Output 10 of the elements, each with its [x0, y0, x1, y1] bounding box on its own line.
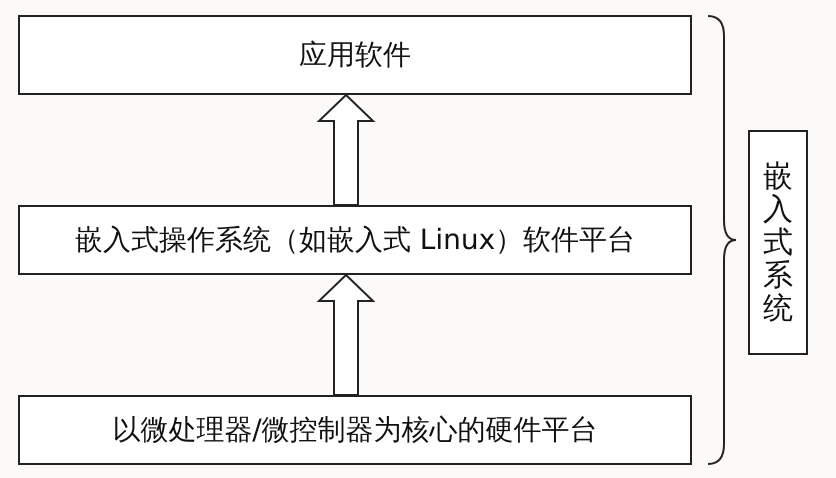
- box-text: 嵌入式系统: [763, 160, 793, 325]
- layer-box: [18, 205, 692, 275]
- hollow-arrow: [316, 274, 376, 396]
- side-label-box: [748, 130, 808, 355]
- box-text: 嵌入式操作系统（如嵌入式 Linux）软件平台: [74, 222, 636, 258]
- box-text: 应用软件: [299, 37, 411, 73]
- layer-box: [18, 15, 692, 95]
- box-text: 以微处理器/微控制器为核心的硬件平台: [112, 412, 598, 448]
- layer-box: [18, 395, 692, 465]
- hollow-arrow: [316, 94, 376, 206]
